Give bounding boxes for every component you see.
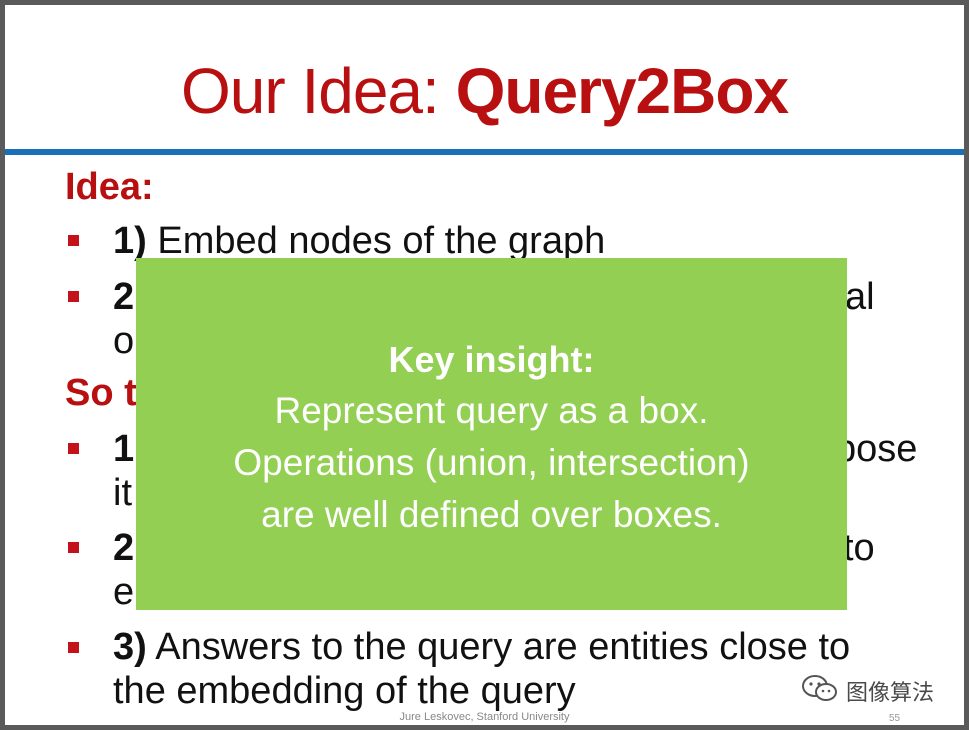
so-item-1-tail: pose: [835, 428, 918, 470]
bullet-marker: [68, 235, 79, 246]
key-insight-line-2: Operations (union, intersection): [233, 442, 750, 483]
item-number: 1: [113, 428, 135, 470]
title-method-name: Query2Box: [455, 55, 789, 127]
idea-item-1: 1) Embed nodes of the graph: [113, 219, 605, 263]
item-number: 3): [113, 626, 147, 668]
bullet-marker: [68, 291, 79, 302]
idea-item-2-tail: al: [845, 276, 875, 318]
so-item-3-continuation: the embedding of the query: [113, 670, 576, 712]
idea-heading: Idea:: [65, 166, 154, 208]
title-prefix: Our Idea:: [180, 55, 456, 127]
wechat-icon: [800, 674, 840, 709]
idea-item-2: 2: [113, 275, 134, 319]
key-insight-heading: Key insight:: [388, 339, 595, 380]
bullet-marker: [68, 542, 79, 553]
so-item-2: 2: [113, 526, 134, 570]
bullet-marker: [68, 443, 79, 454]
page-number: 55: [889, 713, 901, 724]
so-heading: So t: [65, 372, 137, 414]
so-item-3: 3) Answers to the query are entities clo…: [113, 625, 850, 669]
item-number: 1): [113, 220, 147, 262]
item-number: 2: [113, 527, 135, 569]
so-item-2-tail: to: [843, 527, 875, 569]
item-number: 2: [113, 276, 135, 318]
so-item-2-continuation: e: [113, 571, 135, 613]
item-text: Answers to the query are entities close …: [146, 626, 851, 668]
slide: Our Idea: Query2Box Idea: 1) Embed nodes…: [5, 5, 964, 725]
slide-title: Our Idea: Query2Box: [5, 53, 964, 129]
item-text: Embed nodes of the graph: [146, 220, 606, 262]
bullet-marker: [68, 642, 79, 653]
key-insight-line-1: Represent query as a box.: [274, 390, 709, 431]
title-divider: [5, 149, 964, 155]
slide-footer: Jure Leskovec, Stanford University: [399, 711, 570, 723]
idea-item-2-continuation: o: [113, 320, 135, 362]
watermark: 图像算法: [800, 674, 935, 709]
watermark-text: 图像算法: [846, 681, 935, 706]
so-item-1: 1: [113, 427, 134, 471]
so-item-1-continuation: it: [113, 472, 132, 514]
key-insight-line-3: are well defined over boxes.: [261, 494, 722, 535]
key-insight-box: Key insight: Represent query as a box. O…: [136, 258, 847, 610]
